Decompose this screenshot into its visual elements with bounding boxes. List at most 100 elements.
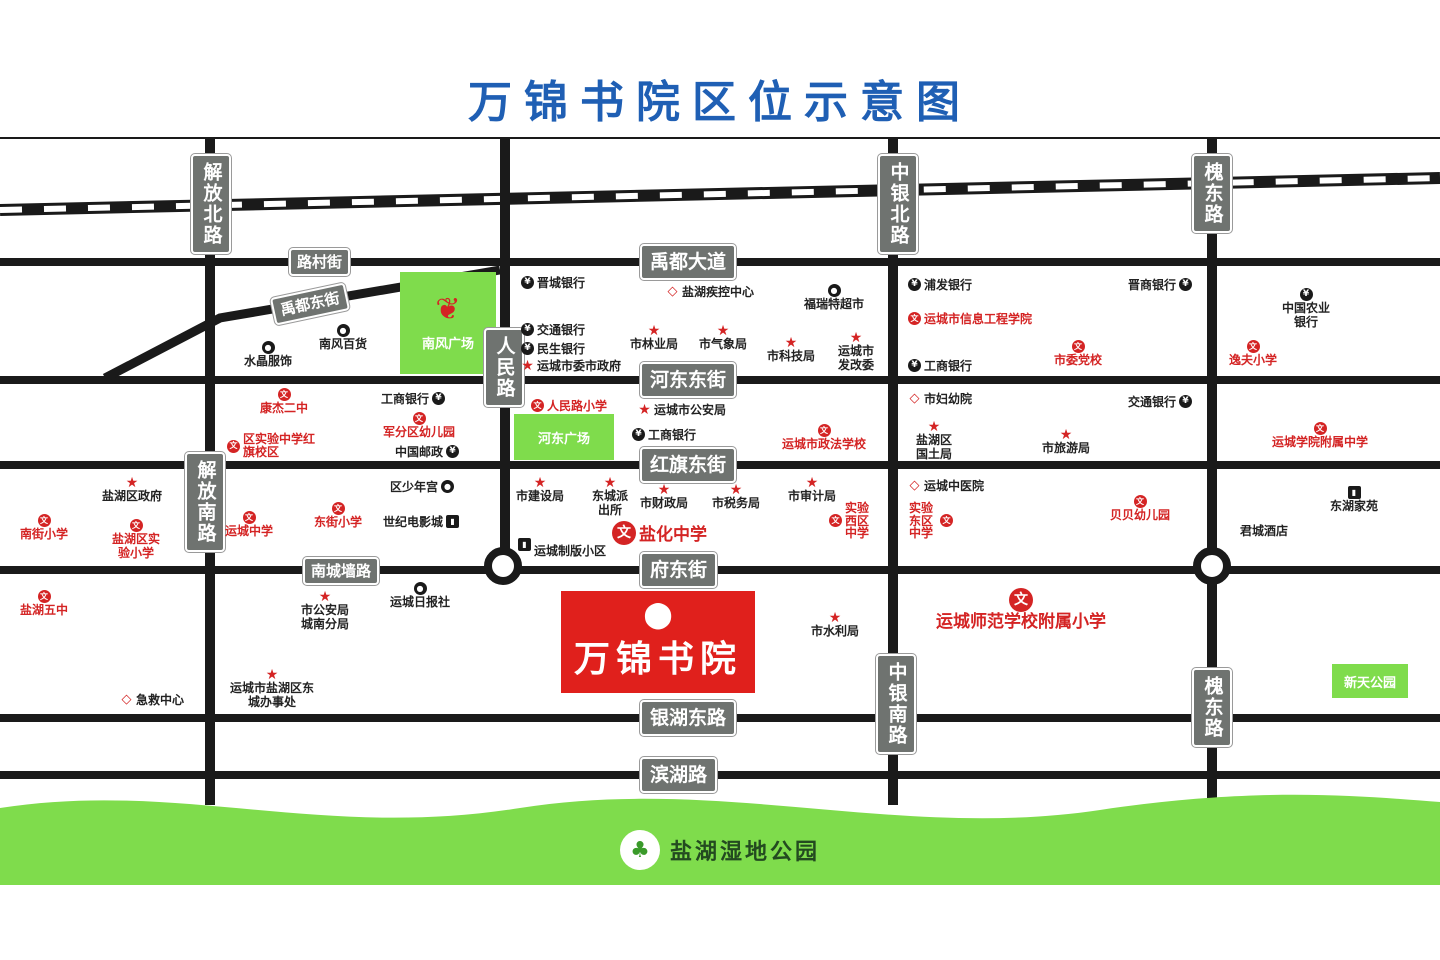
label-zhongyin-north: 中银北路 (878, 154, 918, 254)
poi-comm-bank-2: 交通银行¥ (1128, 393, 1193, 410)
label-jiefang-south: 解放南路 (185, 452, 225, 552)
poi-zhiban-community: 运城制版小区▮ (518, 530, 606, 559)
poi-yanhua-school: 文盐化中学 (612, 520, 707, 545)
label-jiefang-north: 解放北路 (191, 154, 231, 254)
school-icon: 文 (37, 590, 51, 603)
shop-icon: ● (336, 324, 350, 337)
school-icon: 文 (1133, 495, 1147, 508)
government-star-icon: ★ (647, 322, 661, 339)
government-star-icon: ★ (533, 474, 547, 491)
poi-maternity: ◇市妇幼院 (909, 391, 973, 406)
location-pin-icon: ⬤ (643, 600, 673, 630)
poi-youth-palace: 区少年宫● (390, 478, 455, 495)
government-star-icon: ★ (927, 418, 941, 435)
poi-sci-tech: ★市科技局 (767, 334, 816, 363)
poi-district-exp-primary: 文盐湖区实验小学 (111, 519, 160, 560)
government-star-icon: ★ (318, 588, 332, 605)
bank-icon: ¥ (908, 278, 921, 291)
label-yudu: 禹都大道 (640, 244, 737, 280)
shop-icon: ● (441, 480, 455, 493)
poi-water-bureau: ★市水利局 (811, 609, 860, 638)
poi-icbc-1: ¥工商银行 (908, 357, 972, 374)
government-star-icon: ★ (828, 609, 842, 626)
poi-dongjie-school: 文东街小学 (314, 502, 363, 529)
government-star-icon: ★ (729, 481, 743, 498)
poi-icbc-3: ¥工商银行 (632, 426, 696, 443)
poi-yanhu-no5: 文盐湖五中 (20, 590, 69, 617)
school-icon: 文 (908, 312, 921, 325)
bank-icon: ¥ (521, 276, 534, 289)
label-fudong: 府东街 (640, 552, 718, 588)
square-xinxi-label: 新天公园 (1343, 675, 1396, 691)
poi-nanjie-school: 文南街小学 (20, 514, 69, 541)
hospital-icon: ◇ (121, 692, 132, 707)
park-wave (0, 794, 1440, 885)
poi-normal-school-primary: 文运城师范学校附属小学 (936, 588, 1106, 633)
school-icon: 文 (37, 514, 51, 527)
bank-icon: ¥ (1179, 278, 1193, 291)
bank-icon: ¥ (1299, 288, 1313, 301)
park-name: 盐湖湿地公园 (669, 840, 820, 865)
school-icon: 文 (242, 511, 256, 524)
school-icon: 文 (331, 502, 345, 515)
poi-donghu-jiayuan: ▮东湖家苑 (1330, 486, 1379, 513)
school-icon: 文 (1313, 422, 1327, 435)
square-nanfeng-label: 南风广场 (421, 336, 474, 352)
poi-comm-bank-1: ¥交通银行 (521, 321, 585, 338)
poi-law-school: 文运城市政法学校 (782, 424, 867, 451)
government-star-icon: ★ (1059, 426, 1073, 443)
bank-icon: ¥ (1179, 395, 1193, 408)
project-marker[interactable]: ⬤ 万锦书院 (561, 591, 755, 693)
poi-info-college: 文运城市信息工程学院 (908, 310, 1032, 327)
government-star-icon: ★ (603, 474, 617, 491)
government-star-icon: ★ (849, 329, 863, 346)
square-xinxi: 新天公园 (1332, 664, 1408, 698)
cinema-icon: ▮ (446, 515, 460, 528)
school-icon: 文 (940, 514, 953, 528)
poi-exp-east-school: 实验东区中学文 (909, 502, 953, 540)
government-star-icon: ★ (716, 322, 730, 339)
poi-jinshang-bank: 晋商银行¥ (1128, 276, 1193, 293)
school-icon: 文 (531, 399, 544, 412)
poi-audit: ★市审计局 (788, 474, 837, 503)
roundabout-huaidong (1193, 547, 1231, 585)
bank-icon: ¥ (908, 359, 921, 372)
label-huaidong-north: 槐东路 (1192, 154, 1232, 233)
poi-pufa-bank: ¥浦发银行 (908, 276, 972, 293)
poi-military-kindergarten: 文军分区幼儿园 (383, 412, 456, 439)
poi-yuncheng-middle: 文运城中学 (225, 511, 274, 538)
poi-district-exp-school: 文区实验中学红旗校区 (227, 432, 315, 459)
poi-construction: ★市建设局 (516, 474, 565, 503)
label-hongqi: 红旗东街 (640, 447, 737, 483)
poi-tax: ★市税务局 (712, 481, 761, 510)
square-hedong-label: 河东广场 (537, 431, 590, 447)
shop-icon: ● (261, 341, 275, 354)
bank-icon: ¥ (632, 428, 645, 441)
label-zhongyin-south: 中银南路 (876, 654, 916, 754)
project-name: 万锦书院 (573, 638, 742, 680)
poi-security-south: ★市公安局城南分局 (300, 588, 349, 631)
label-nancheng: 南城墙路 (303, 557, 380, 585)
poi-ndrc: ★运城市发改委 (837, 329, 874, 372)
bank-icon: ¥ (432, 392, 446, 405)
label-hedong: 河东东街 (640, 362, 737, 398)
square-hedong: 河东广场 (514, 414, 614, 460)
square-nanfeng: ❦ 南风广场 (400, 272, 496, 374)
school-icon: 文 (612, 520, 636, 545)
poi-beibei-kindergarten: 文贝贝幼儿园 (1110, 495, 1171, 522)
nanfeng-logo-icon: ❦ (435, 291, 461, 327)
government-star-icon: ★ (125, 474, 139, 491)
government-star-icon: ★ (805, 474, 819, 491)
poi-land-bureau: ★盐湖区国土局 (915, 418, 952, 461)
hospital-icon: ◇ (909, 478, 920, 493)
poi-abc-bank: ¥中国农业银行 (1281, 288, 1330, 329)
poi-party-school: 文市委党校 (1054, 340, 1103, 367)
hospital-icon: ◇ (909, 391, 920, 406)
poi-renmin-school: 文人民路小学 (531, 397, 607, 414)
school-icon: 文 (129, 519, 143, 532)
school-icon: 文 (1071, 340, 1085, 353)
government-star-icon: ★ (657, 481, 671, 498)
poi-dongcheng-office: ★运城市盐湖区东城办事处 (229, 666, 314, 709)
poi-furuite: ●福瑞特超市 (804, 284, 865, 311)
